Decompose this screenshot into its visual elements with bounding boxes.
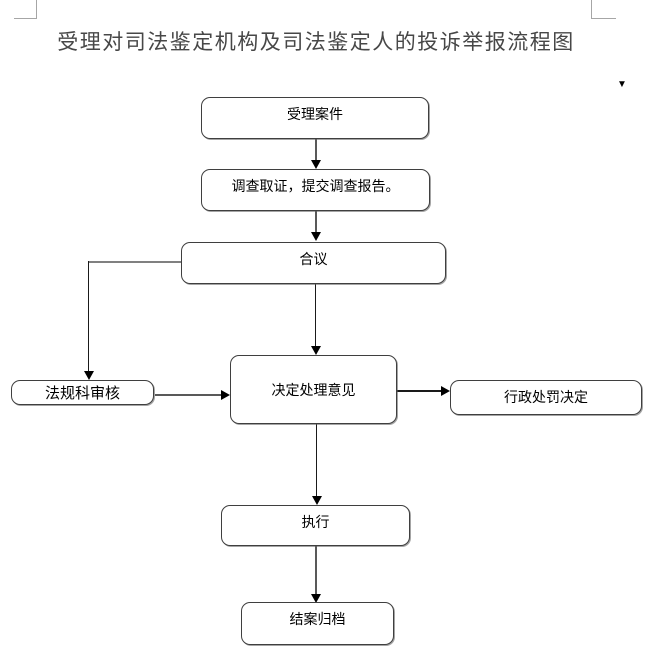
arrowhead-right-icon [221, 390, 230, 400]
arrowhead-down-icon [311, 594, 321, 603]
flow-node-close-archive[interactable]: 结案归档 [241, 602, 394, 645]
flow-node-regulation-review[interactable]: 法规科审核 [11, 380, 154, 405]
flow-node-label: 结案归档 [289, 611, 346, 627]
connector-deliberate-branch-horizontal [88, 261, 181, 263]
flow-node-label: 决定处理意见 [271, 381, 356, 398]
connector-deliberate-to-decide [315, 284, 316, 347]
flow-node-label: 调查取证，提交调查报告。 [231, 178, 400, 194]
flow-node-investigate[interactable]: 调查取证，提交调查报告。 [201, 169, 430, 211]
connector-investigate-to-deliberate [315, 211, 317, 233]
arrowhead-down-icon [311, 232, 321, 241]
arrowhead-down-icon [311, 346, 321, 355]
flow-node-label: 受理案件 [287, 106, 343, 122]
flow-node-label: 合议 [299, 251, 328, 267]
connector-deliberate-to-review [88, 261, 89, 372]
connector-decide-to-execute [316, 424, 317, 497]
flow-node-label: 执行 [301, 514, 330, 530]
flow-node-label: 行政处罚决定 [504, 389, 588, 405]
arrowhead-down-icon [84, 371, 94, 380]
arrowhead-down-icon [312, 496, 322, 505]
flow-node-deliberate[interactable]: 合议 [181, 242, 446, 284]
connector-execute-to-archive [315, 546, 317, 595]
flow-node-accept-case[interactable]: 受理案件 [201, 97, 429, 139]
flow-node-execute[interactable]: 执行 [221, 505, 410, 546]
scroll-down-marker-icon[interactable]: ▼ [617, 79, 627, 90]
flow-node-label: 法规科审核 [44, 385, 120, 402]
arrowhead-right-icon [441, 386, 450, 396]
connector-decide-to-penalty [397, 390, 442, 392]
flow-node-admin-penalty[interactable]: 行政处罚决定 [450, 380, 642, 415]
connector-review-to-decide [155, 394, 222, 396]
arrowhead-down-icon [311, 160, 321, 169]
page-title: 受理对司法鉴定机构及司法鉴定人的投诉举报流程图 [57, 30, 575, 54]
flow-node-decide-opinion[interactable]: 决定处理意见 [230, 355, 397, 424]
text-boundary-corner-mark-right [591, 0, 616, 19]
text-boundary-corner-mark-left [14, 0, 37, 19]
connector-accept-to-investigate [315, 139, 317, 161]
